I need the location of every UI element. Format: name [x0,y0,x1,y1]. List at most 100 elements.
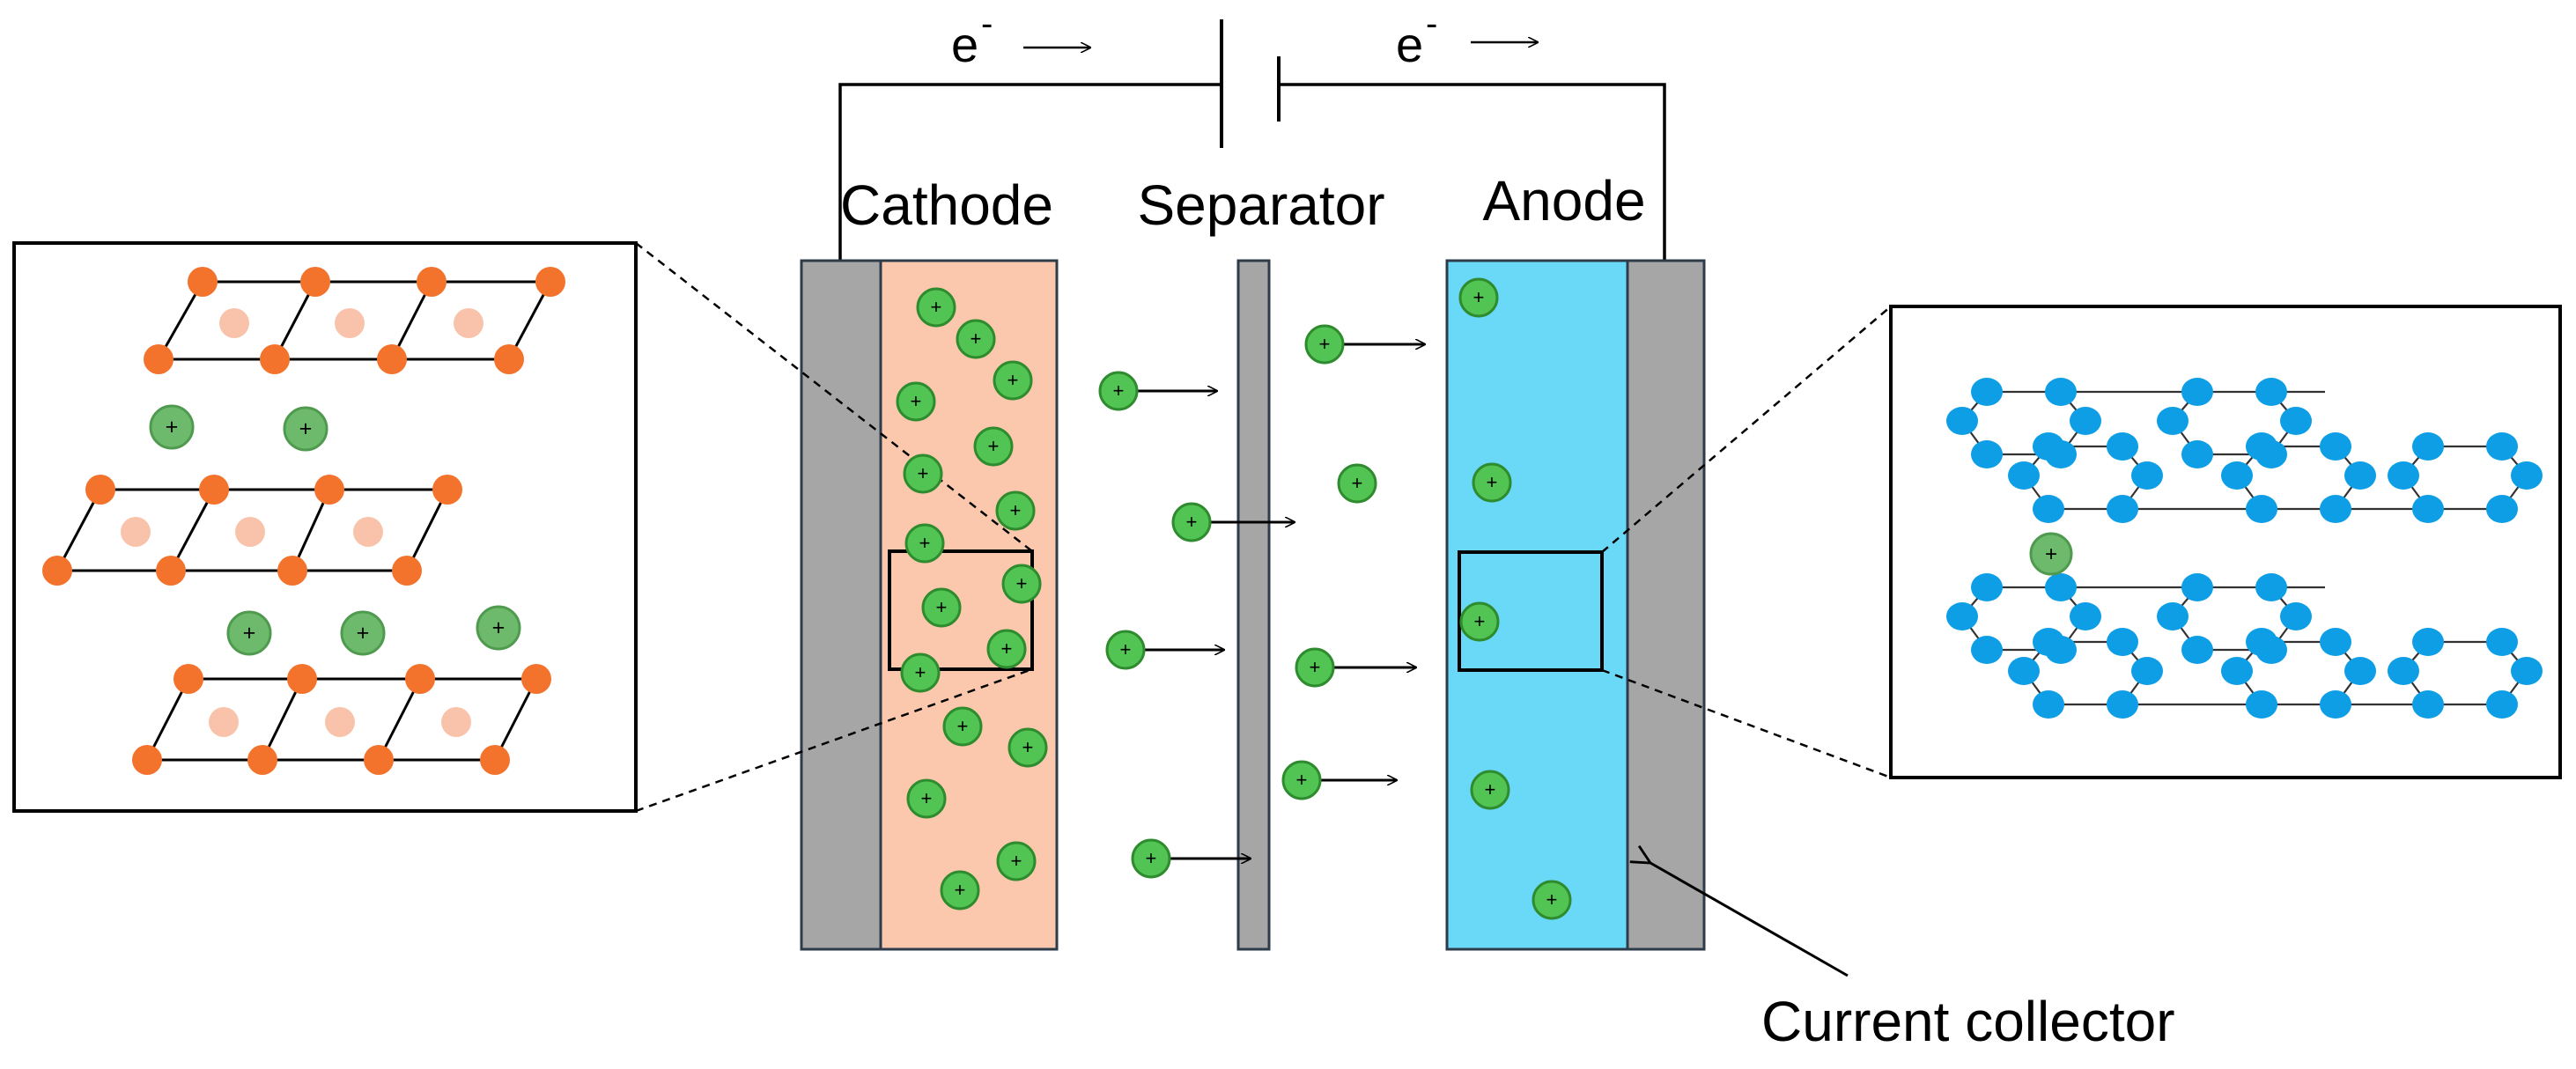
svg-text:+: + [2045,542,2057,566]
cathode-label: Cathode [840,173,1053,237]
carbon-atom [1971,636,2003,664]
svg-text:+: + [1352,472,1363,494]
lithium-ion: + [996,841,1037,881]
lithium-ion: + [1008,727,1048,768]
lithium-ion: + [973,426,1014,467]
carbon-atom [2280,407,2312,435]
transition-metal-atom [277,556,307,586]
svg-text:+: + [1011,850,1022,872]
transition-metal-atom [521,664,551,694]
svg-text:-: - [1426,4,1437,43]
faded-atom [335,308,365,338]
carbon-atom [2412,628,2444,656]
current-collector-label: Current collector [1761,990,2175,1053]
carbon-atom [2131,657,2163,685]
lithium-ion: + [906,778,947,819]
transition-metal-atom [535,267,565,297]
carbon-atom [1946,407,1978,435]
separator-label: Separator [1137,173,1384,237]
carbon-atom [2486,432,2518,461]
carbon-atom [2181,636,2213,664]
separator [1236,259,1271,951]
lithium-ion: + [956,319,996,359]
transition-metal-atom [405,664,435,694]
svg-text:+: + [1146,847,1157,869]
svg-text:+: + [1310,656,1321,678]
svg-text:+: + [1186,511,1198,533]
carbon-atom [2221,461,2253,490]
cathode-current-collector [800,259,882,951]
svg-text:+: + [911,390,922,412]
lithium-ion: + [916,287,956,328]
carbon-atom [2107,432,2138,461]
svg-text:+: + [971,328,982,350]
lithium-ion: + [149,404,195,450]
carbon-atom [2246,495,2277,523]
carbon-atom [2486,628,2518,656]
lithium-ion: + [896,381,936,422]
carbon-atom [2107,690,2138,719]
svg-text:+: + [1296,769,1308,791]
svg-text:+: + [957,715,969,737]
carbon-atom [2157,407,2188,435]
svg-text:+: + [1474,610,1486,632]
carbon-atom [2131,461,2163,490]
anode-structure-inset [1889,305,2562,779]
svg-text:+: + [299,417,313,441]
lithium-ion: + [904,523,945,564]
lithium-ion: + [1470,770,1510,810]
transition-metal-atom [156,556,186,586]
lithium-ion: + [1337,463,1377,504]
carbon-atom [2045,573,2077,601]
lithium-ion: + [995,490,1036,531]
lithium-ion: + [2029,532,2073,576]
lithium-ions: ++++++++++++++++++++++++++++++++++++ [149,277,2073,920]
carbon-atom [2320,690,2351,719]
carbon-atom [2412,690,2444,719]
svg-text:+: + [921,787,933,809]
carbon-atom [2033,628,2064,656]
faded-atom [121,517,151,547]
carbon-atom [2033,432,2064,461]
lithium-ion: + [1001,564,1042,604]
svg-text:+: + [936,596,948,618]
transition-metal-atom [247,745,277,775]
electron-label-left: e - [951,4,1090,72]
carbon-atom [2107,628,2138,656]
transition-metal-atom [42,556,72,586]
svg-text:+: + [988,435,1000,457]
svg-text:+: + [915,661,926,683]
lithium-ion: + [1472,462,1512,503]
carbon-atom [2511,461,2543,490]
transition-metal-atom [417,267,447,297]
svg-text:+: + [1120,638,1132,660]
svg-text:-: - [981,4,993,43]
anode-graphite-layers [1946,378,2543,719]
carbon-atom [2070,602,2101,630]
transition-metal-atom [144,344,173,374]
lithium-ion: + [476,605,521,651]
lithium-ion: + [993,360,1033,401]
transition-metal-atom [314,475,344,505]
lithium-ion: + [1131,838,1171,879]
carbon-atom [2280,602,2312,630]
lithium-ion: + [942,706,983,747]
lithium-ion: + [900,652,941,693]
transition-metal-atom [480,745,510,775]
lithium-ion: + [226,610,272,656]
lithium-ion: + [1458,277,1499,318]
lithium-ion: + [283,406,328,452]
carbon-atom [2045,378,2077,406]
carbon-atom [2033,495,2064,523]
external-circuit [838,19,1666,261]
transition-metal-atom [287,664,317,694]
faded-atom [219,308,249,338]
carbon-atom [2344,461,2376,490]
lithium-ion: + [940,870,980,910]
svg-text:+: + [1016,572,1028,594]
svg-text:+: + [919,532,931,554]
svg-text:+: + [931,296,942,318]
carbon-atom [2181,378,2213,406]
carbon-atom [2033,690,2064,719]
